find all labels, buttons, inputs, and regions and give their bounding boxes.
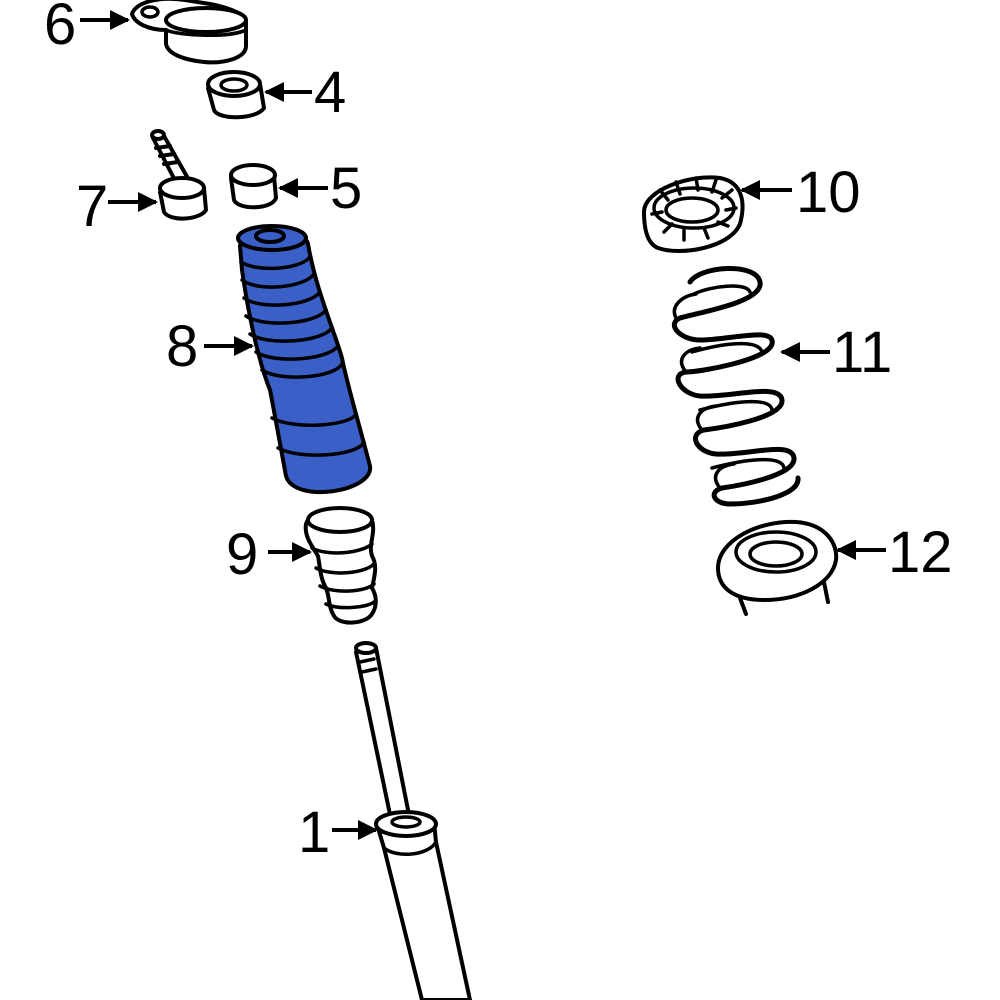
part-5-bushing	[229, 163, 278, 210]
callout-6: 6	[44, 0, 76, 57]
callout-1: 1	[298, 800, 330, 865]
part-11-coil-spring	[671, 266, 801, 507]
part-12-lower-spring-seat	[716, 519, 839, 616]
callout-11: 11	[832, 320, 892, 385]
part-6-upper-mount	[130, 0, 248, 65]
callout-10: 10	[796, 160, 861, 225]
callout-7: 7	[76, 174, 108, 239]
part-7-bolt	[150, 129, 208, 221]
part-4-bushing	[206, 70, 266, 120]
part-9-bump-stop	[303, 506, 378, 625]
callout-4: 4	[314, 60, 346, 125]
callout-9: 9	[226, 522, 258, 587]
callout-8: 8	[166, 314, 198, 379]
callout-leaders	[80, 10, 886, 840]
callout-labels: 6 4 5 7 8 9 1 10 11 12	[44, 0, 953, 865]
part-8-dust-boot	[236, 224, 372, 495]
part-1-shock-absorber	[354, 641, 472, 1000]
part-10-upper-spring-seat	[642, 175, 745, 253]
callout-5: 5	[330, 156, 362, 221]
callout-12: 12	[888, 520, 953, 585]
